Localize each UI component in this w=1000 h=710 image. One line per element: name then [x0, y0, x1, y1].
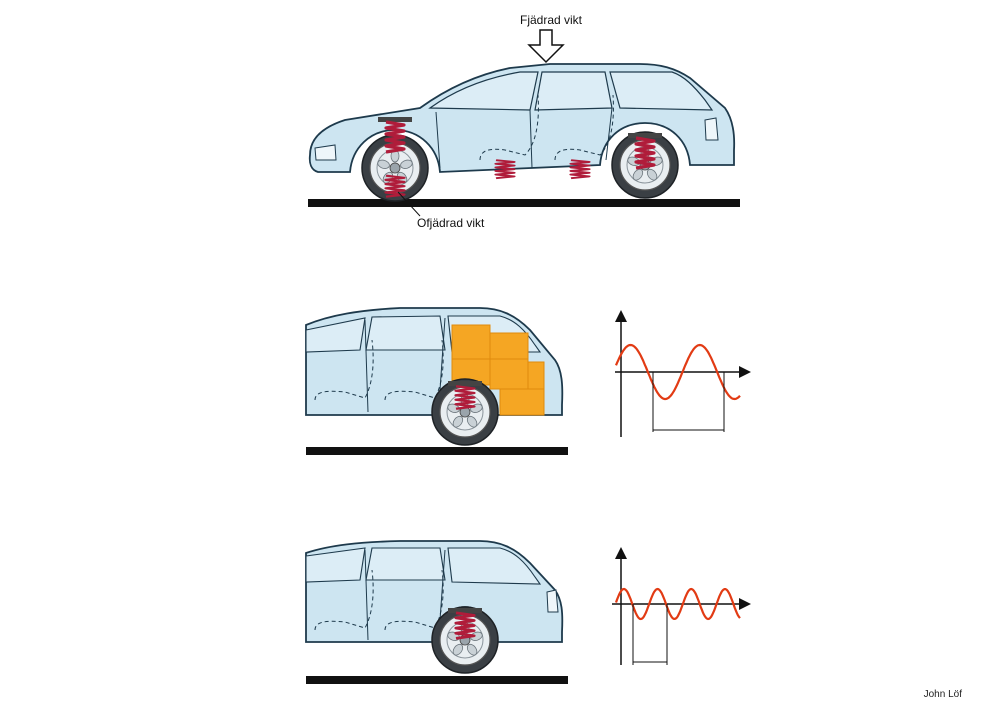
ground-line-bottom: [306, 676, 568, 684]
low-frequency-wave: [614, 343, 741, 401]
unsprung-weight-label: Ofjädrad vikt: [417, 216, 485, 230]
ground-line-middle: [306, 447, 568, 455]
high-frequency-wave: [614, 587, 741, 621]
full-car-illustration: [308, 63, 740, 207]
unloaded-car-rear-illustration: [305, 540, 568, 684]
low-frequency-graph: [614, 310, 751, 437]
high-frequency-graph: [612, 547, 751, 665]
ground-line-top: [308, 199, 740, 207]
author-credit: John Löf: [923, 689, 962, 700]
sprung-weight-arrow-icon: [527, 29, 565, 64]
loaded-car-rear-illustration: [305, 307, 568, 455]
unsprung-weight-pointer: [397, 191, 421, 217]
sprung-weight-label: Fjädrad vikt: [520, 13, 583, 27]
